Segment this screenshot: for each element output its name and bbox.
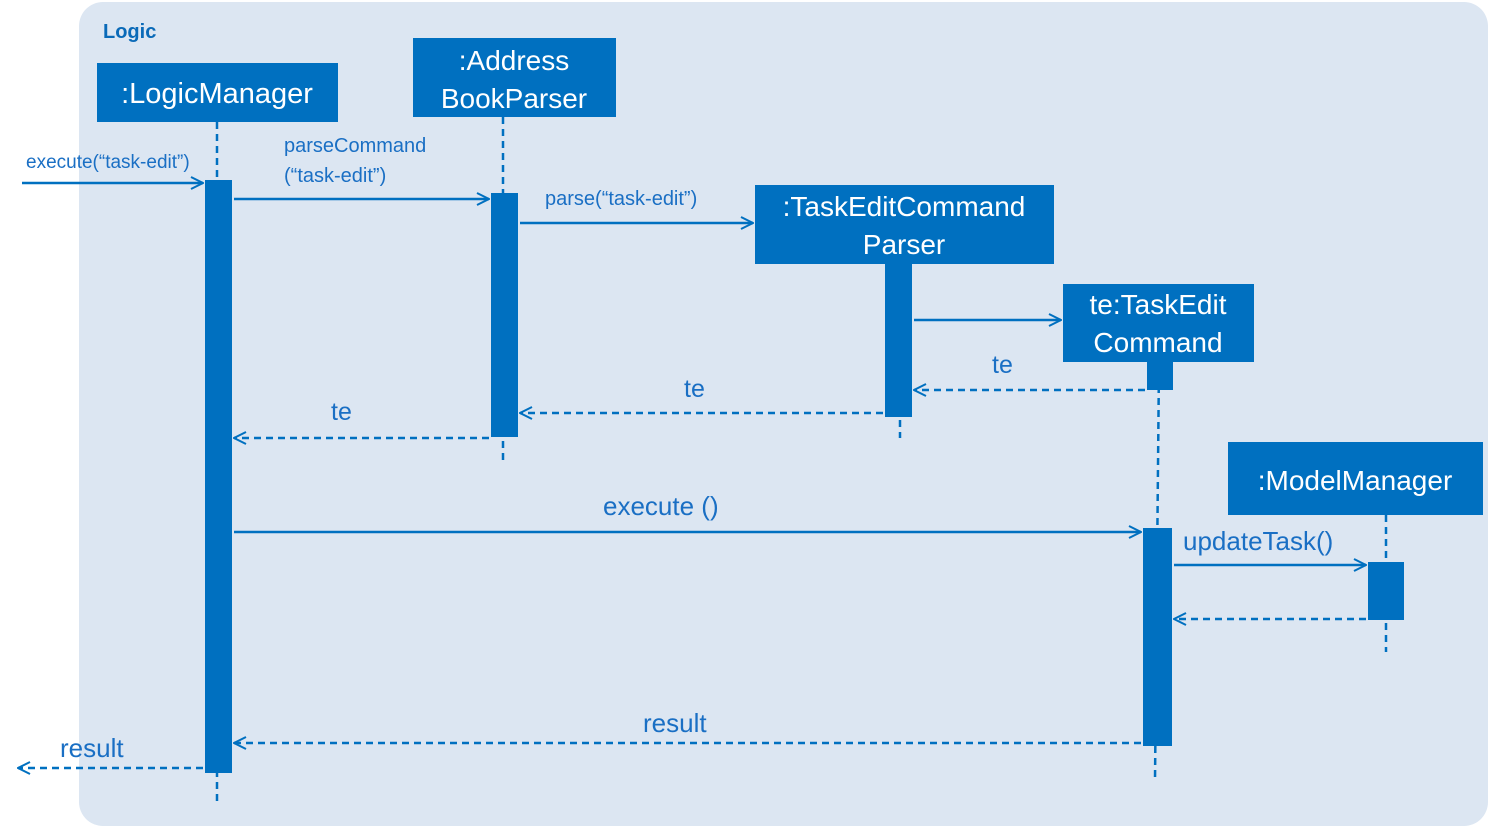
lifeline-box-logic-manager: :LogicManager [97,63,338,122]
message-label-parse-command: parseCommand [284,135,426,157]
message-label-parse-command: (“task-edit”) [284,165,386,187]
message-label-execute-in: execute(“task-edit”) [26,152,190,173]
message-label-return-result-2: result [60,733,124,763]
lifeline-title: :ModelManager [1258,465,1453,496]
lifeline-box-task-edit-command-parser: :TaskEditCommand Parser [755,185,1054,264]
activation-task-edit-command-execute [1143,528,1172,746]
lifeline-title: BookParser [441,83,587,114]
lifeline-boxes: :LogicManager :Address BookParser :TaskE… [97,38,1483,515]
message-label-return-te-2: te [684,375,705,403]
lifeline-title: te:TaskEdit [1090,289,1227,320]
frame-label: Logic [103,21,156,43]
activation-bars [205,180,1404,773]
lifeline-title: :TaskEditCommand [783,191,1026,222]
message-label-parse: parse(“task-edit”) [545,188,697,210]
lifeline-title: :Address [459,45,570,76]
lifeline-title: Command [1093,327,1222,358]
message-label-update-task: updateTask() [1183,526,1333,556]
lifeline-box-address-book-parser: :Address BookParser [413,38,616,117]
activation-task-edit-command-create [1147,362,1173,390]
lifeline-box-model-manager: :ModelManager [1228,442,1483,515]
lifeline-title: :LogicManager [121,78,313,110]
message-label-return-te-3: te [331,398,352,426]
activation-logic-manager [205,180,232,773]
message-label-return-result-1: result [643,708,707,738]
message-arrows [18,183,1366,768]
lifeline-box-task-edit-command: te:TaskEdit Command [1063,284,1254,362]
activation-task-edit-command-parser [885,264,912,417]
message-labels: execute(“task-edit”) parseCommand (“task… [26,135,1333,763]
message-label-execute: execute () [603,491,719,521]
activation-model-manager [1368,562,1404,620]
activation-address-book-parser [491,193,518,437]
lifeline-title: Parser [863,229,945,260]
message-label-return-te-1: te [992,351,1013,379]
